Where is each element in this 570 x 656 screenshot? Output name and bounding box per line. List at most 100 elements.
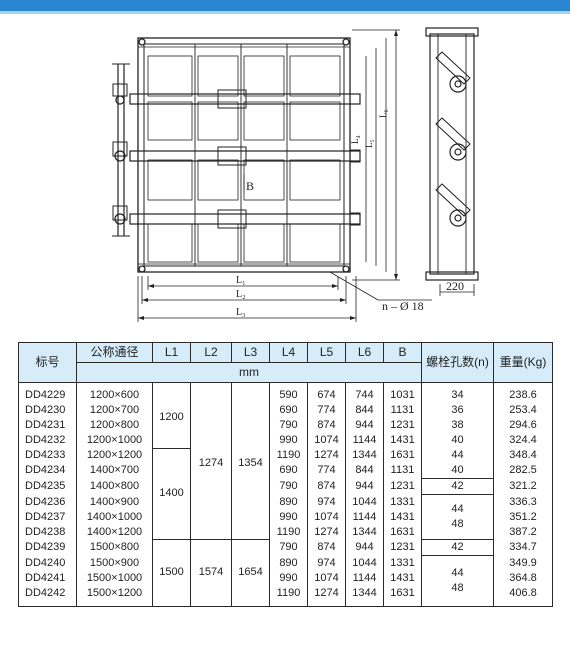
bolts-value-2: 48 [451,581,464,594]
header-l4: L4 [269,342,308,363]
cell-size: 1400×1200 [76,524,153,540]
cell-bolts: 40 [421,433,494,448]
cell-l4: 590 [269,382,308,403]
cell-weight: 387.2 [493,524,553,540]
cell-l5: 1274 [307,524,346,540]
cell-l5: 774 [307,463,346,479]
cell-l5: 674 [307,382,346,403]
bolt-hole-note: n – Ø 18 [382,299,424,313]
cell-size: 1200×1000 [76,433,153,448]
cell-weight: 324.4 [493,433,553,448]
cell-weight: 294.6 [493,418,553,433]
cell-model: DD4239 [18,539,77,556]
cell-l4: 690 [269,403,308,418]
cell-weight: 406.8 [493,585,553,607]
bolts-value-1: 44 [451,566,464,579]
table-row: DD4239 1500×800 1500 1574 1654 790 874 9… [18,539,553,607]
table-row: DD4240 1500×900 890 974 1044 1331 44 48 … [18,555,553,607]
cell-l5: 774 [307,403,346,418]
cell-l5: 874 [307,418,346,433]
cell-model: DD4232 [18,433,77,448]
cell-l5: 1274 [307,585,346,607]
cell-b: 1031 [383,382,422,403]
cell-size: 1200×1200 [76,448,153,463]
cell-weight: 349.9 [493,555,553,571]
table-row: DD4231 1200×800 790 874 944 1231 38 294.… [18,418,553,433]
table-row: DD4234 1400×700 690 774 844 1131 40 282.… [18,463,553,479]
cell-model: DD4236 [18,494,77,510]
cell-model: DD4229 [18,382,77,403]
table-row: DD4229 1200×600 1200 1274 1354 590 674 7… [18,382,553,540]
cell-l6: 844 [345,403,384,418]
cell-l4: 990 [269,509,308,525]
cell-l5: 1074 [307,509,346,525]
header-weight: 重量(Kg) [493,342,553,383]
header-bolts: 螺栓孔数(n) [421,342,494,383]
dim-label-l2: L₂ [236,289,246,300]
cell-l6: 944 [345,418,384,433]
cell-l4: 790 [269,539,308,556]
cell-b: 1231 [383,418,422,433]
header-model: 标号 [18,342,77,383]
cell-size: 1400×700 [76,463,153,479]
cell-bolts-group: 44 48 [421,555,494,607]
cell-bolts: 38 [421,418,494,433]
inner-frame [143,43,345,267]
table-row: DD4241 1500×1000 990 1074 1144 1431 364.… [18,570,553,586]
cell-size: 1200×600 [76,382,153,403]
cell-l6: 1144 [345,509,384,525]
cell-l6: 844 [345,463,384,479]
cell-l4: 1190 [269,524,308,540]
cell-size: 1500×900 [76,555,153,571]
cell-size: 1200×800 [76,418,153,433]
dim-label-l5: L₅ [364,139,374,148]
dim-label-l1: L₁ [236,275,246,286]
cell-b: 1331 [383,494,422,510]
header-bar [0,0,570,11]
cell-l6: 944 [345,539,384,556]
cell-l5: 874 [307,478,346,495]
cell-model: DD4230 [18,403,77,418]
cell-b: 1131 [383,403,422,418]
cell-b: 1331 [383,555,422,571]
cell-l1: 1400 [152,447,191,540]
header-l1: L1 [152,342,191,363]
cell-l6: 1344 [345,524,384,540]
cell-model: DD4240 [18,555,77,571]
cell-model: DD4238 [18,524,77,540]
side-view [425,27,479,296]
header-unit: mm [76,362,422,383]
cell-bolts: 42 [421,539,494,556]
table-row: DD4235 1400×800 790 874 944 1231 42 321.… [18,478,553,495]
cell-l3: 1354 [231,382,270,540]
cell-l4: 790 [269,478,308,495]
cell-size: 1400×1000 [76,509,153,525]
cell-l5: 974 [307,494,346,510]
cell-l4: 790 [269,418,308,433]
table-row: DD4230 1200×700 690 774 844 1131 36 253.… [18,403,553,418]
cell-model: DD4235 [18,478,77,495]
damper-drawing: L₁ L₂ L₃ L₄ L₅ L₆ B n – Ø 18 220 [112,27,479,322]
bolts-value-1: 44 [451,503,464,515]
cell-bolts: 44 [421,448,494,463]
cell-l4: 690 [269,463,308,479]
cell-weight: 238.6 [493,382,553,403]
cell-weight: 336.3 [493,494,553,510]
cell-l5: 874 [307,539,346,556]
table-row: DD4236 1400×900 890 974 1044 1331 44 48 … [18,494,553,540]
cell-l5: 1274 [307,448,346,463]
cell-b: 1631 [383,524,422,540]
cell-l5: 974 [307,555,346,571]
spec-table: 标号 公称通径 L1 L2 L3 L4 L5 L6 B 螺栓孔数(n) 重量(K… [18,342,553,607]
cell-l4: 1190 [269,585,308,607]
cell-l1: 1500 [152,539,191,607]
dimension-arrows [138,30,398,320]
cell-size: 1500×800 [76,539,153,556]
cell-weight: 351.2 [493,509,553,525]
cell-l4: 1190 [269,448,308,463]
cell-l6: 1344 [345,585,384,607]
cell-weight: 364.8 [493,570,553,586]
cell-l6: 944 [345,478,384,495]
cell-l3: 1654 [231,539,270,607]
cell-weight: 334.7 [493,539,553,556]
